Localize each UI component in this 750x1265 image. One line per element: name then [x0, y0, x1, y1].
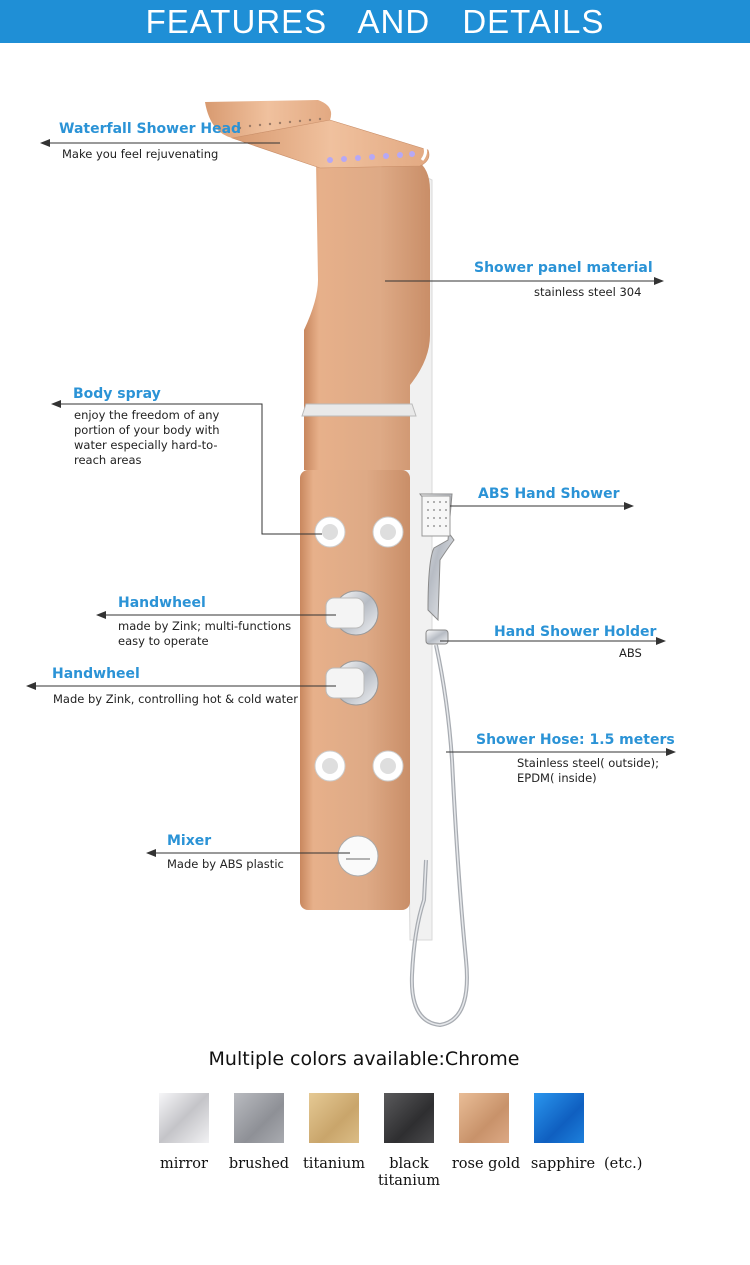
mixer-desc: Made by ABS plastic [167, 857, 284, 871]
swatch-label-sapphire: sapphire [530, 1156, 596, 1172]
waterfall-shower-head-desc: Make you feel rejuvenating [62, 147, 219, 161]
body-spray-desc: enjoy the freedom of any portion of your… [74, 408, 220, 467]
header-banner [0, 0, 750, 43]
swatch-black-titanium [384, 1093, 434, 1143]
colors-etc: (etc.) [604, 1156, 643, 1172]
swatch-label-titanium: titanium [302, 1156, 365, 1172]
handwheel-1-label: Handwheel [118, 595, 206, 611]
swatch-rose-gold [459, 1093, 509, 1143]
shower-hose-label: Shower Hose: 1.5 meters [476, 732, 675, 748]
handwheel-2-label: Handwheel [52, 666, 140, 682]
swatch-titanium [309, 1093, 359, 1143]
shower-panel-material-label: Shower panel material [474, 260, 653, 276]
swatch-brushed [234, 1093, 284, 1143]
hand-shower-holder-label: Hand Shower Holder [494, 624, 657, 640]
handwheel-1-desc: made by Zink; multi-functions easy to op… [118, 619, 292, 648]
shower-panel-material-desc: stainless steel 304 [534, 285, 642, 299]
body-spray-label: Body spray [73, 386, 161, 402]
shower-hose-desc: Stainless steel( outside); EPDM( inside) [517, 756, 659, 785]
page-title: FEATURES AND DETAILS [145, 3, 605, 40]
swatch-label-rose-gold: rose gold [451, 1156, 521, 1172]
swatch-label-brushed: brushed [228, 1156, 290, 1172]
handwheel-2-desc: Made by Zink, controlling hot & cold wat… [53, 692, 298, 706]
swatch-label-black-titanium: black titanium [377, 1156, 440, 1189]
abs-hand-shower-label: ABS Hand Shower [478, 486, 620, 502]
mixer-label: Mixer [167, 833, 212, 849]
swatch-sapphire [534, 1093, 584, 1143]
swatch-mirror [159, 1093, 209, 1143]
hand-shower-holder-desc: ABS [619, 646, 642, 660]
waterfall-shower-head-label: Waterfall Shower Head [59, 121, 242, 137]
swatch-label-mirror: mirror [160, 1156, 208, 1172]
colors-title: Multiple colors available:Chrome [208, 1048, 520, 1070]
